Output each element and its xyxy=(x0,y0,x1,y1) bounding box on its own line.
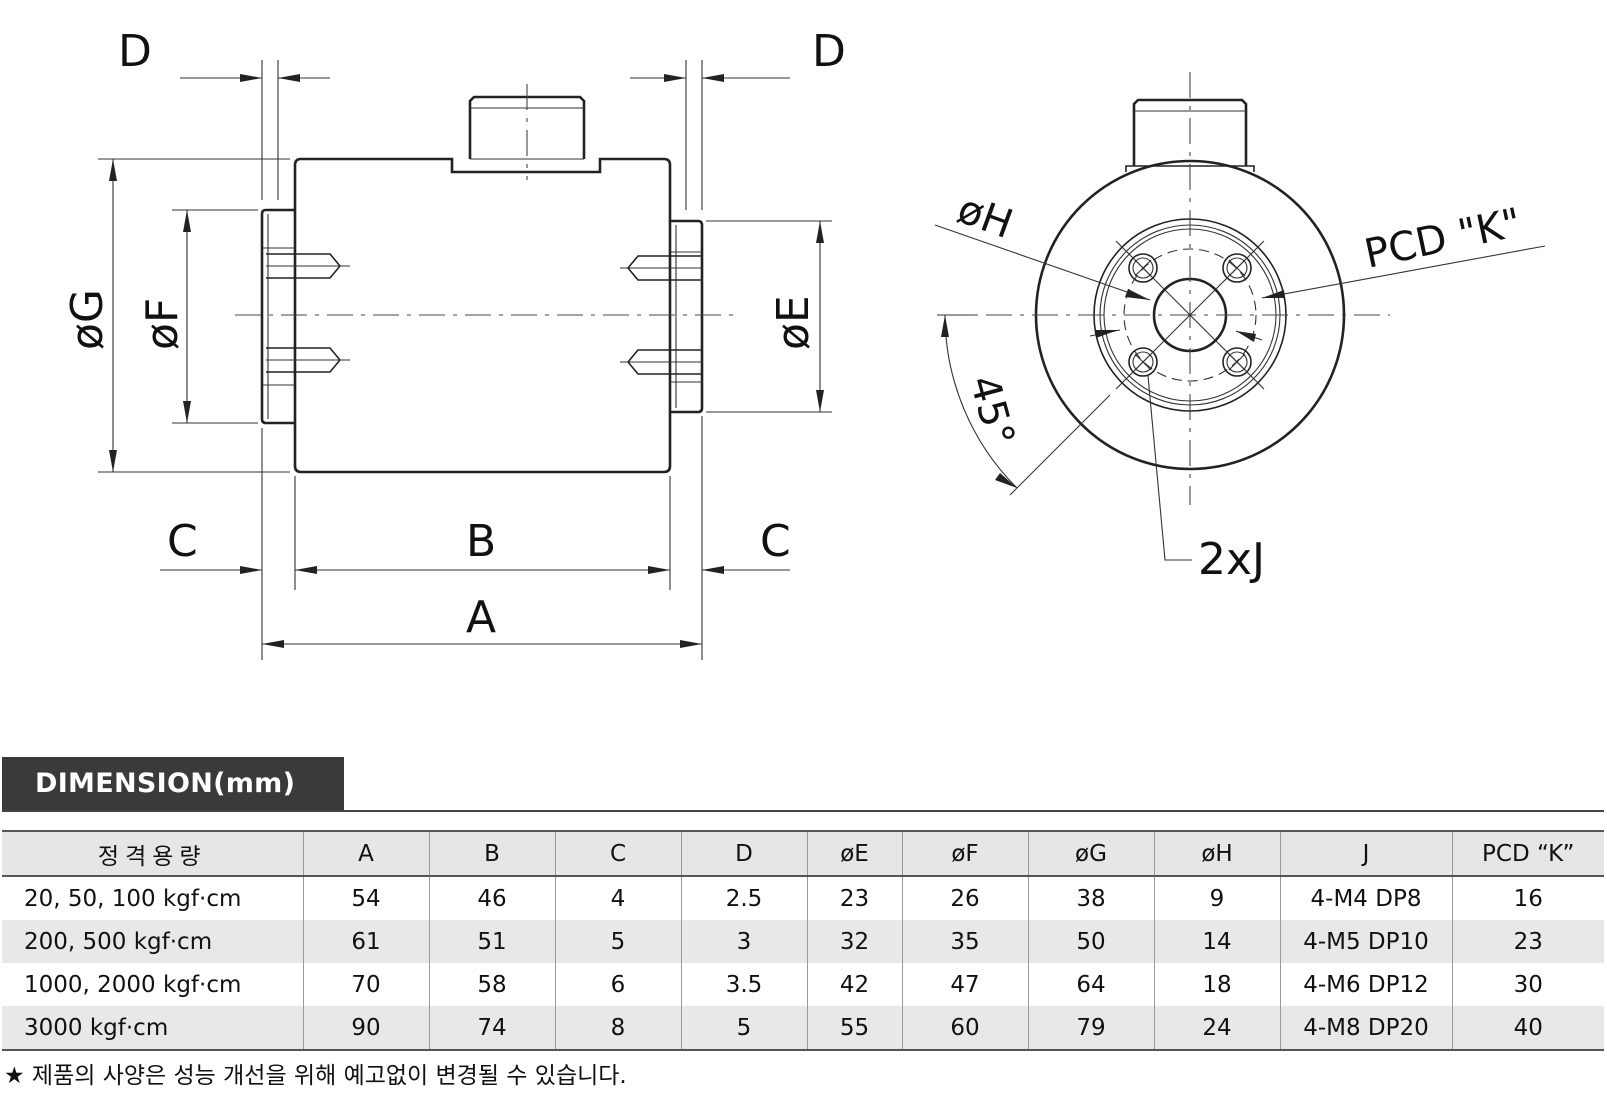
body-outline xyxy=(293,157,672,474)
table-cell: 42 xyxy=(806,963,902,1006)
table-cell: 47 xyxy=(901,963,1028,1006)
label-g: øG xyxy=(62,289,113,350)
col-header: B xyxy=(428,830,555,877)
label-c-left: C xyxy=(167,516,198,567)
table-cell: 1000, 2000 kgf·cm xyxy=(24,971,242,998)
col-header: D xyxy=(680,830,807,877)
table-header-row: 정격용량 A B C D øE øF øG øH J PCD “K” xyxy=(2,830,1604,877)
table-cell: 18 xyxy=(1153,963,1280,1006)
technical-drawing: D D øG øF øE xyxy=(62,26,1546,660)
label-f: øF xyxy=(137,298,188,350)
table-cell: 4-M5 DP10 xyxy=(1279,920,1452,963)
col-header: øH xyxy=(1153,830,1280,877)
table-cell: 46 xyxy=(428,876,555,920)
col-header: øF xyxy=(901,830,1028,877)
footnote: ★ 제품의 사양은 성능 개선을 위해 예고없이 변경될 수 있습니다. xyxy=(4,1063,627,1089)
label-h: øH xyxy=(952,186,1019,248)
table-cell: 23 xyxy=(806,876,902,920)
table-cell: 30 xyxy=(1451,963,1604,1006)
table-cell: 14 xyxy=(1153,920,1280,963)
table-cell: 4-M8 DP20 xyxy=(1279,1006,1452,1051)
table-cell: 79 xyxy=(1027,1006,1154,1051)
label-d-left: D xyxy=(118,26,152,77)
table-row: 200, 500 kgf·cm 61 51 5 3 32 35 50 14 4-… xyxy=(2,920,1604,963)
table-cell: 2.5 xyxy=(680,876,807,920)
table-row: 1000, 2000 kgf·cm 70 58 6 3.5 42 47 64 1… xyxy=(2,963,1604,1006)
col-header: C xyxy=(554,830,681,877)
col-header: A xyxy=(302,830,429,877)
table-cell: 55 xyxy=(806,1006,902,1051)
table-cell: 5 xyxy=(554,920,681,963)
side-view: D D øG øF øE xyxy=(62,26,846,660)
label-c-right: C xyxy=(760,516,791,567)
table-cell: 51 xyxy=(428,920,555,963)
table-cell: 40 xyxy=(1451,1006,1604,1051)
table-row: 3000 kgf·cm 90 74 8 5 55 60 79 24 4-M8 D… xyxy=(2,1006,1604,1051)
table-cell: 4-M4 DP8 xyxy=(1279,876,1452,920)
dimension-title-rule xyxy=(2,810,1604,812)
table-cell: 64 xyxy=(1027,963,1154,1006)
table-cell: 23 xyxy=(1451,920,1604,963)
label-angle: 45° xyxy=(960,371,1023,451)
dimension-title-badge: DIMENSION(mm) xyxy=(2,757,344,810)
table-row: 20, 50, 100 kgf·cm 54 46 4 2.5 23 26 38 … xyxy=(2,876,1604,920)
table-cell: 16 xyxy=(1451,876,1604,920)
table-cell: 200, 500 kgf·cm xyxy=(2,920,303,963)
table-cell: 54 xyxy=(302,876,429,920)
table-cell: 58 xyxy=(428,963,555,1006)
table-cell: 3.5 xyxy=(680,963,807,1006)
table-cell: 6 xyxy=(554,963,681,1006)
table-cell: 4-M6 DP12 xyxy=(1279,963,1452,1006)
table-cell: 32 xyxy=(806,920,902,963)
col-header: 정격용량 xyxy=(2,830,303,877)
label-e: øE xyxy=(768,295,819,350)
label-d-right: D xyxy=(812,26,846,77)
table-cell: 38 xyxy=(1027,876,1154,920)
col-header: øG xyxy=(1027,830,1154,877)
label-a: A xyxy=(466,592,496,643)
col-header: J xyxy=(1279,830,1452,877)
dimension-table: 정격용량 A B C D øE øF øG øH J PCD “K” 20, 5… xyxy=(2,830,1604,1051)
label-pcd: PCD "K" xyxy=(1361,200,1526,278)
table-cell: 50 xyxy=(1027,920,1154,963)
col-header: øE xyxy=(806,830,902,877)
table-cell: 70 xyxy=(302,963,429,1006)
table-cell: 9 xyxy=(1153,876,1280,920)
table-cell: 4 xyxy=(554,876,681,920)
front-view: 45° øH PCD "K" 2xJ xyxy=(934,72,1546,585)
table-cell: 74 xyxy=(428,1006,555,1051)
table-cell: 61 xyxy=(302,920,429,963)
table-cell: 3000 kgf·cm xyxy=(2,1006,303,1051)
right-flange xyxy=(670,219,704,414)
left-flange xyxy=(260,208,295,425)
table-cell: 24 xyxy=(1153,1006,1280,1051)
table-cell: 3 xyxy=(680,920,807,963)
table-cell: 60 xyxy=(901,1006,1028,1051)
front-connector xyxy=(1132,98,1248,166)
table-cell: 35 xyxy=(901,920,1028,963)
col-header: PCD “K” xyxy=(1451,830,1604,877)
table-cell: 5 xyxy=(680,1006,807,1051)
table-cell: 26 xyxy=(901,876,1028,920)
table-cell: 90 xyxy=(302,1006,429,1051)
table-cell: 8 xyxy=(554,1006,681,1051)
label-j: 2xJ xyxy=(1198,534,1265,585)
table-cell: 20, 50, 100 kgf·cm xyxy=(24,885,242,912)
label-b: B xyxy=(466,516,496,567)
